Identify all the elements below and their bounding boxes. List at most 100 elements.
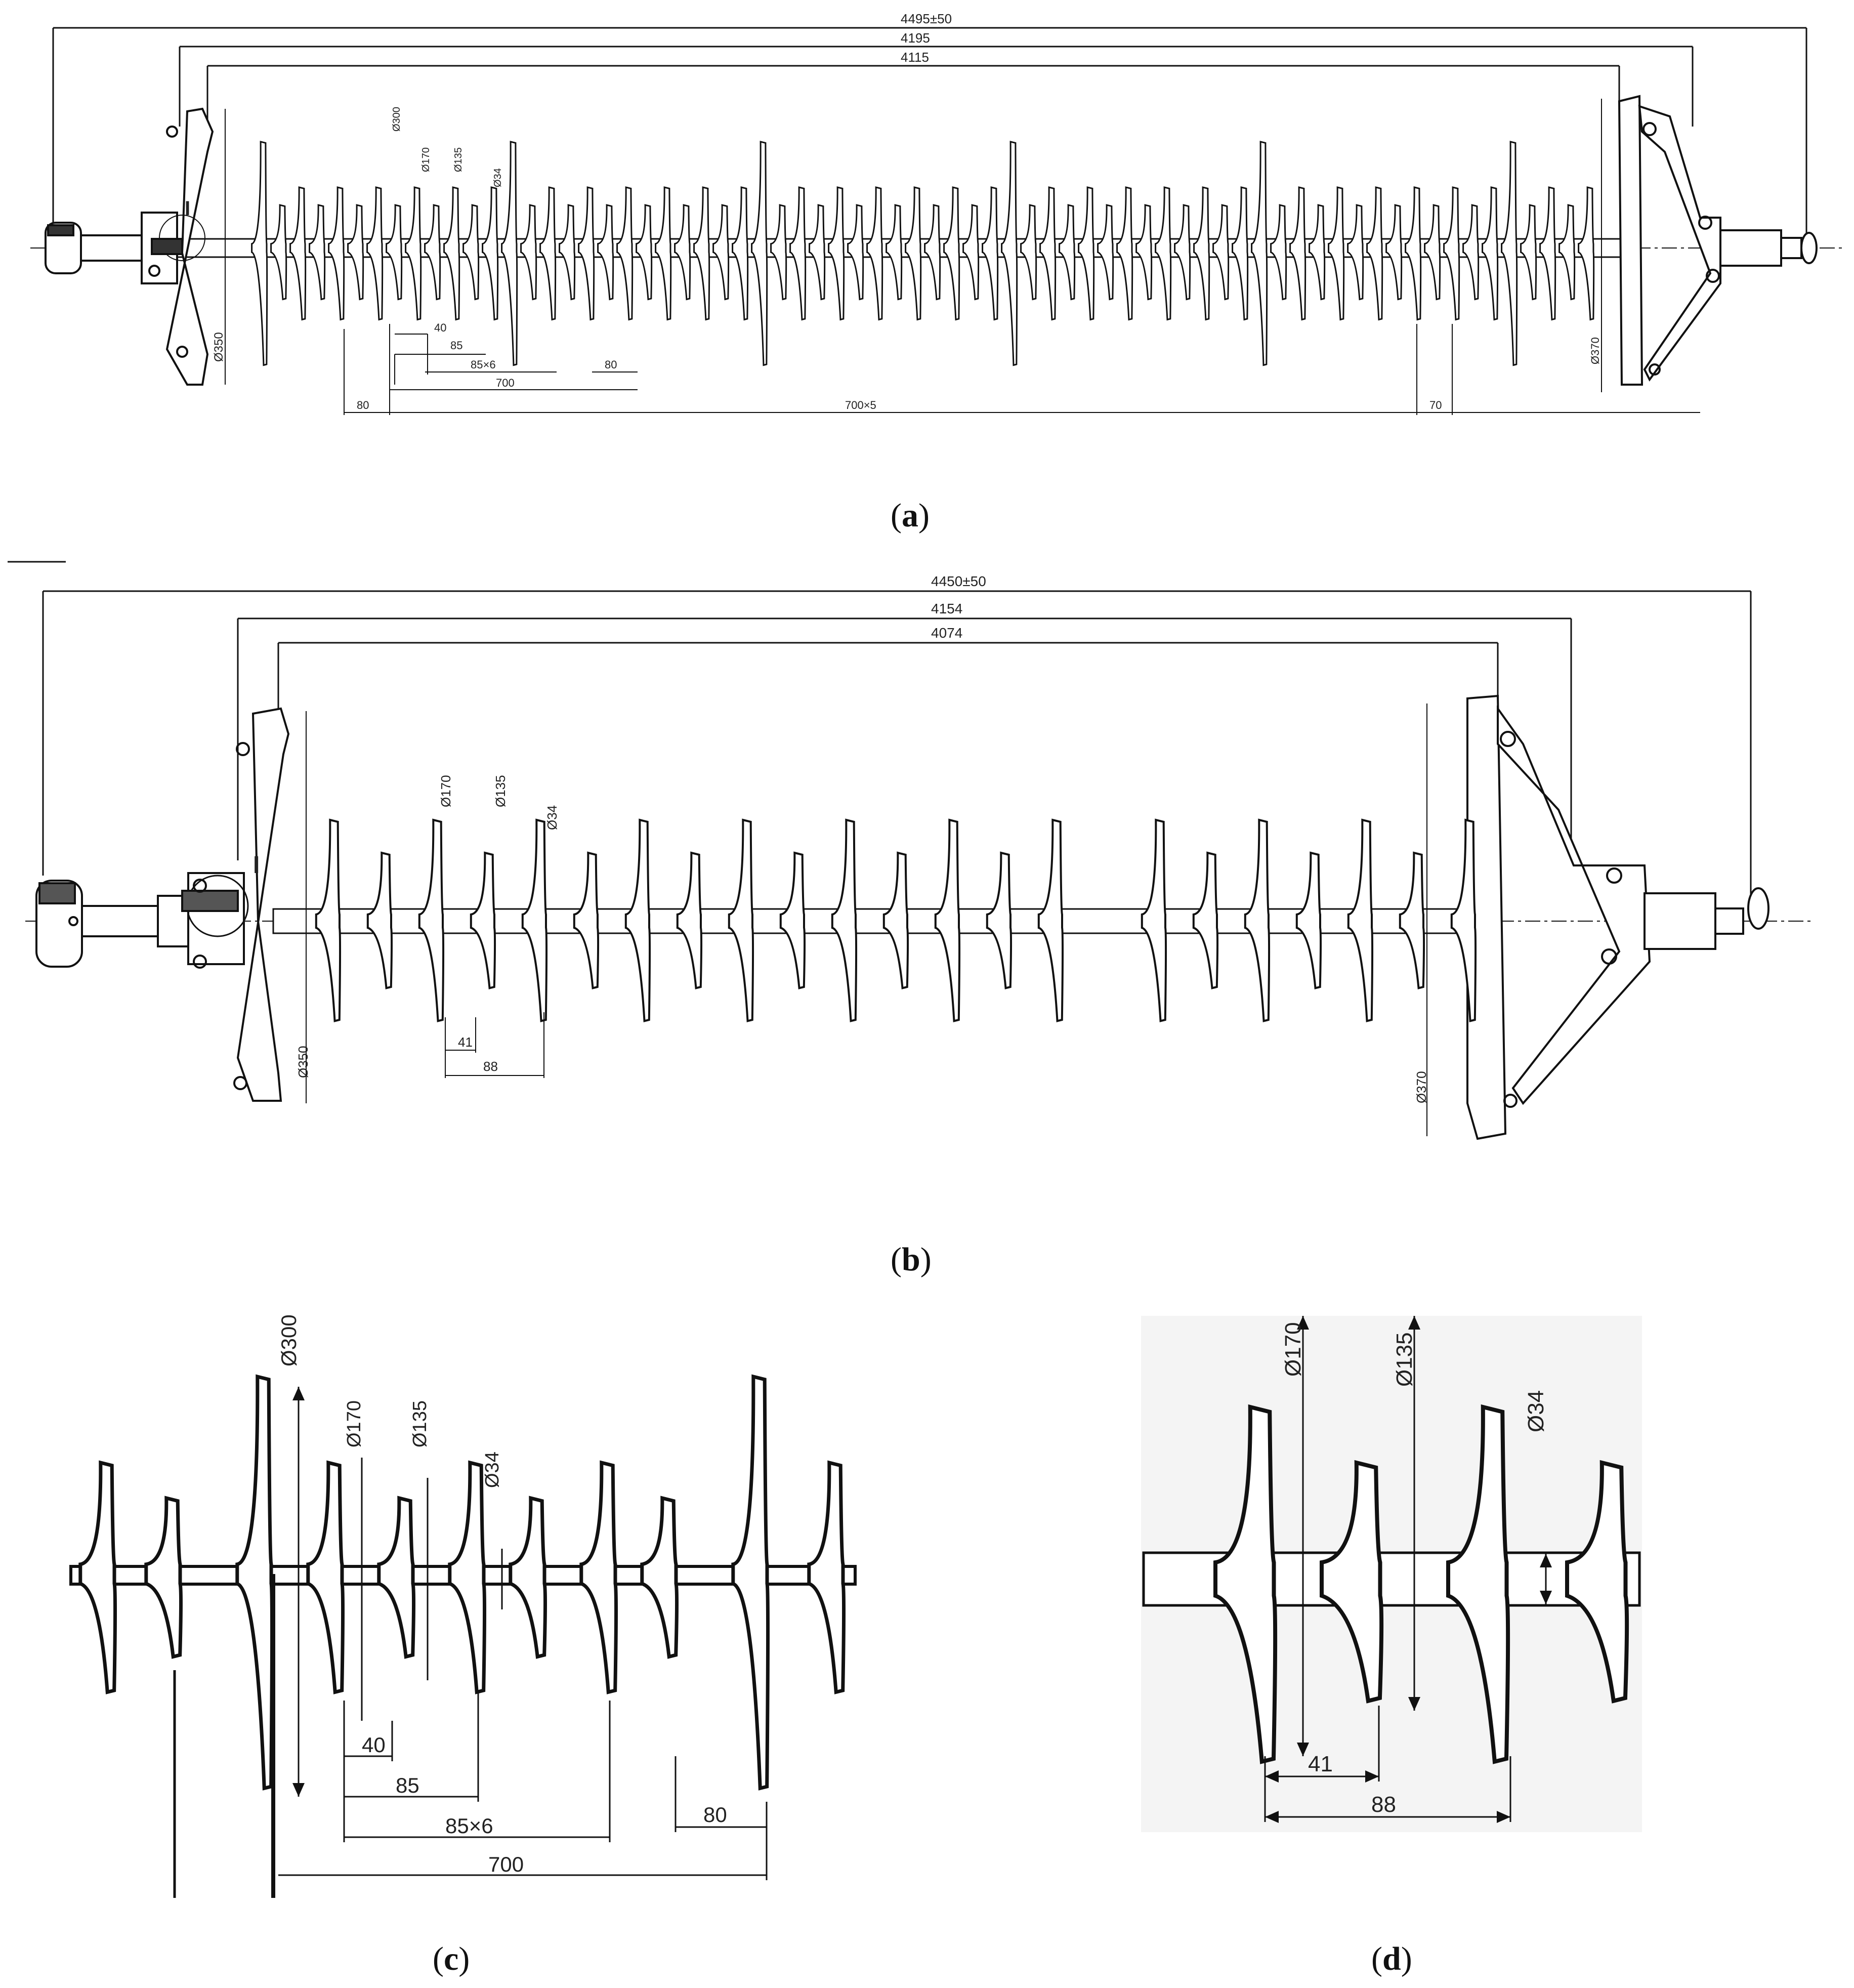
dim-b-4154: 4154 bbox=[931, 601, 962, 616]
shed-a-20 bbox=[636, 204, 653, 301]
shed-a-34 bbox=[905, 186, 922, 321]
shed-a-47 bbox=[1155, 186, 1172, 321]
panel-d-sheds bbox=[1213, 1404, 1629, 1764]
panel-a-bottom-dimlines bbox=[344, 324, 1700, 415]
panel-a-sheds bbox=[251, 141, 1595, 366]
panel-c: Ø300 Ø170 Ø135 Ø34 40 85 85×6 80 700 (c) bbox=[69, 1314, 857, 1977]
panel-c-sheds bbox=[78, 1374, 846, 1791]
shed-a-11 bbox=[462, 204, 480, 301]
shed-a-27 bbox=[770, 204, 787, 301]
shed-b-10 bbox=[831, 818, 858, 1022]
dim-a-700x5: 700×5 bbox=[845, 399, 876, 411]
shed-a-29 bbox=[809, 204, 826, 301]
dia-a-34: Ø34 bbox=[492, 168, 503, 187]
dia-c-170: Ø170 bbox=[344, 1400, 365, 1447]
shed-c-4 bbox=[377, 1496, 416, 1659]
shed-a-3 bbox=[309, 204, 326, 301]
shed-a-33 bbox=[886, 204, 903, 301]
panel-b-bottom-dimlines bbox=[445, 1012, 544, 1078]
panel-a-overall-dims bbox=[52, 27, 1807, 238]
dia-b-135: Ø135 bbox=[493, 775, 508, 807]
shed-a-37 bbox=[962, 204, 980, 301]
shed-a-36 bbox=[943, 186, 960, 321]
panel-b-sheds bbox=[315, 818, 1477, 1022]
shed-b-1 bbox=[366, 851, 393, 989]
shed-a-66 bbox=[1520, 204, 1537, 301]
shed-a-52 bbox=[1251, 141, 1268, 366]
dim-c-80: 80 bbox=[703, 1803, 727, 1827]
shed-a-63 bbox=[1462, 204, 1480, 301]
shed-d-0 bbox=[1213, 1404, 1278, 1764]
dia-c-34: Ø34 bbox=[482, 1452, 503, 1488]
dia-b-34: Ø34 bbox=[544, 805, 560, 830]
shed-c-7 bbox=[579, 1460, 618, 1694]
shed-b-16 bbox=[1141, 818, 1167, 1022]
shed-a-56 bbox=[1328, 186, 1345, 321]
shed-a-25 bbox=[732, 186, 749, 321]
dim-a-40: 40 bbox=[434, 321, 446, 334]
shed-b-2 bbox=[418, 818, 445, 1022]
shed-a-7 bbox=[386, 204, 403, 301]
shed-a-51 bbox=[1232, 186, 1249, 321]
shed-c-1 bbox=[144, 1496, 183, 1659]
shed-a-4 bbox=[328, 186, 345, 321]
panel-b: 4450±50 4154 4074 I Ø350 bbox=[8, 561, 1811, 1278]
dia-b-350: Ø350 bbox=[296, 1046, 311, 1078]
shed-a-65 bbox=[1501, 141, 1518, 366]
shed-b-22 bbox=[1450, 818, 1477, 1022]
shed-a-18 bbox=[597, 204, 614, 301]
shed-c-2 bbox=[235, 1374, 274, 1791]
shed-a-28 bbox=[789, 186, 807, 321]
shed-a-48 bbox=[1174, 204, 1191, 301]
shed-b-6 bbox=[624, 818, 651, 1022]
shed-a-22 bbox=[674, 204, 691, 301]
shed-b-13 bbox=[986, 851, 1013, 989]
shed-a-60 bbox=[1405, 186, 1422, 321]
panel-d-dimlines bbox=[1264, 1316, 1552, 1823]
shed-a-45 bbox=[1116, 186, 1133, 321]
shed-b-21 bbox=[1399, 851, 1425, 989]
shed-c-0 bbox=[78, 1460, 117, 1694]
shed-a-15 bbox=[539, 186, 557, 321]
shed-a-23 bbox=[693, 186, 710, 321]
dim-d-88: 88 bbox=[1371, 1792, 1396, 1817]
shed-d-3 bbox=[1565, 1460, 1629, 1704]
dia-c-135: Ø135 bbox=[409, 1400, 431, 1447]
panel-b-overall-dims bbox=[42, 590, 1752, 901]
shed-a-38 bbox=[982, 186, 999, 321]
dim-a-70: 70 bbox=[1429, 399, 1442, 411]
dim-c-700: 700 bbox=[488, 1852, 524, 1876]
shed-a-26 bbox=[751, 141, 768, 366]
shed-a-61 bbox=[1424, 204, 1441, 301]
shed-a-30 bbox=[828, 186, 845, 321]
shed-a-68 bbox=[1558, 204, 1576, 301]
dim-a-overall: 4495±50 bbox=[901, 11, 952, 26]
shed-a-40 bbox=[1020, 204, 1037, 301]
shed-b-0 bbox=[315, 818, 342, 1022]
shed-b-8 bbox=[728, 818, 754, 1022]
dia-a-370: Ø370 bbox=[1589, 337, 1602, 364]
shed-a-13 bbox=[501, 141, 518, 366]
shed-a-59 bbox=[1385, 204, 1403, 301]
shed-a-32 bbox=[866, 186, 883, 321]
dim-a-85x6: 85×6 bbox=[471, 358, 496, 371]
shed-a-31 bbox=[847, 204, 864, 301]
shed-c-8 bbox=[640, 1496, 679, 1659]
dim-a-80-left: 80 bbox=[357, 399, 369, 411]
shed-a-67 bbox=[1539, 186, 1556, 321]
shed-a-21 bbox=[655, 186, 672, 321]
shed-b-17 bbox=[1192, 851, 1219, 989]
panel-a-right-fitting bbox=[1618, 95, 1818, 386]
caption-c: (c) bbox=[433, 1940, 470, 1977]
shed-a-8 bbox=[405, 186, 422, 321]
shed-b-12 bbox=[934, 818, 961, 1022]
panel-d: Ø170 Ø135 Ø34 41 88 (d) bbox=[1141, 1316, 1642, 1977]
panel-a-detail-marker: I bbox=[185, 197, 190, 220]
shed-a-46 bbox=[1135, 204, 1153, 301]
caption-d: (d) bbox=[1371, 1940, 1412, 1977]
shed-b-3 bbox=[470, 851, 496, 989]
shed-a-54 bbox=[1289, 186, 1307, 321]
dim-a-4115: 4115 bbox=[901, 50, 929, 65]
shed-a-24 bbox=[712, 204, 730, 301]
